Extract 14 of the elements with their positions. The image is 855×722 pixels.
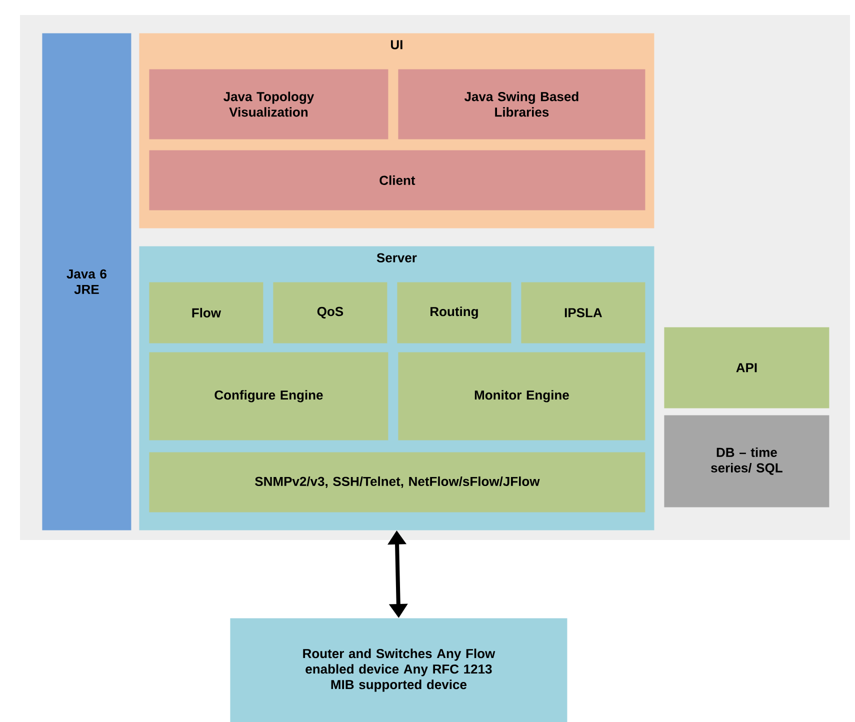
platform-bar: Java 6 JRE — [42, 33, 132, 530]
module-box: IPSLA — [521, 282, 646, 344]
database-box: DB – time series/ SQL — [664, 415, 830, 508]
component-box: Client — [149, 150, 646, 210]
api-box: API — [664, 327, 830, 408]
component-box: Java Swing Based Libraries — [398, 69, 646, 140]
module-box: Routing — [397, 282, 512, 344]
module-box: QoS — [273, 282, 388, 344]
module-box: Configure Engine — [149, 352, 388, 440]
module-box: Flow — [149, 282, 264, 344]
device-box: Router and Switches Any Flow enabled device Any RFC 1213 MIB supported device — [230, 618, 568, 722]
module-box: Monitor Engine — [398, 352, 646, 440]
protocol-box: SNMPv2/v3, SSH/Telnet, NetFlow/sFlow/JFlow — [149, 452, 646, 512]
component-box: Java Topology Visualization — [149, 69, 388, 140]
